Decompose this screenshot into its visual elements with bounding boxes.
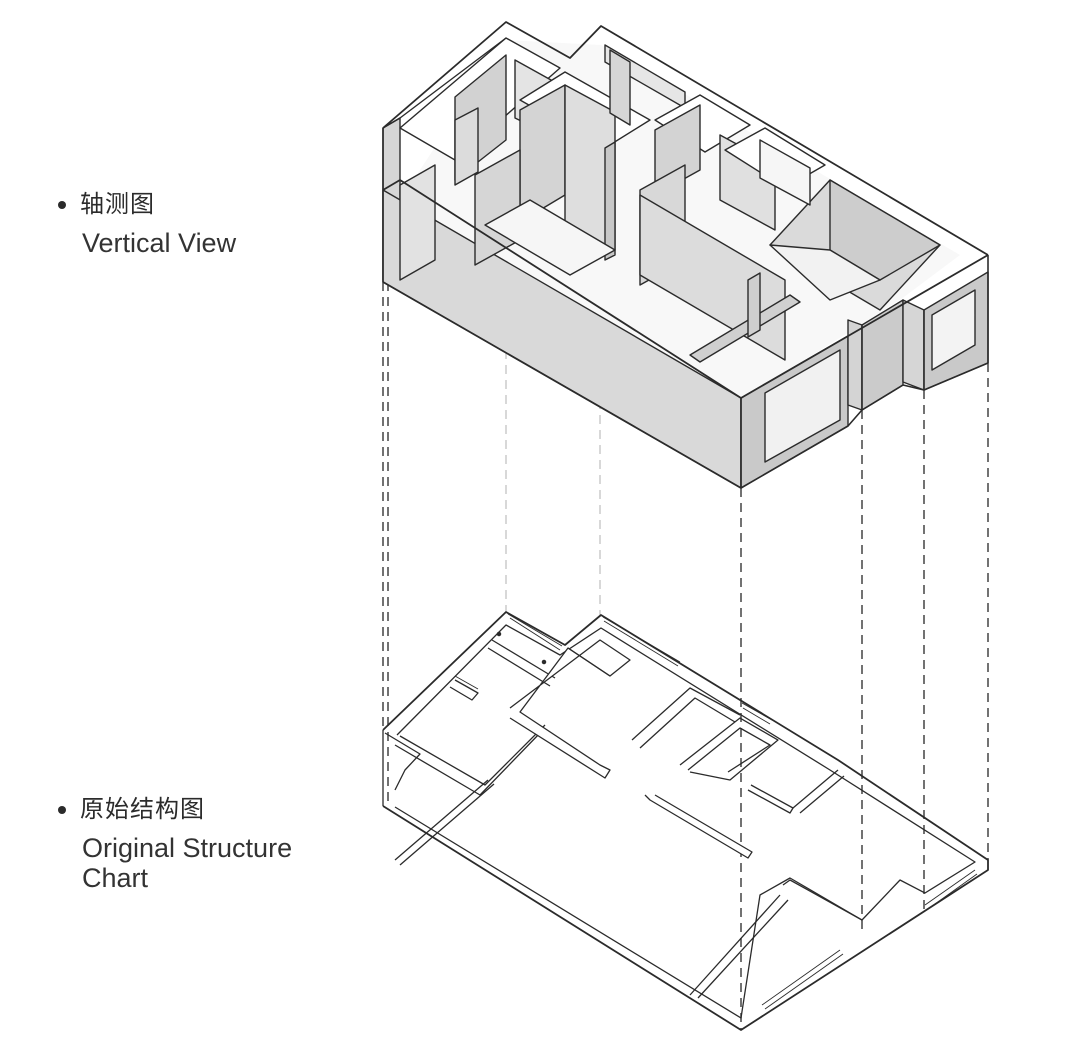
vertical-view-title-en: Vertical View (82, 228, 237, 258)
original-structure-title-en-line1: Original Structure (82, 833, 293, 863)
projection-lines (382, 282, 989, 1030)
vertical-view-title-cn: 轴测图 (80, 191, 155, 218)
bullet-icon (58, 806, 66, 814)
original-structure-label: 原始结构图 Original Structure Chart (58, 795, 292, 893)
original-structure-title-en-line2: Chart (82, 863, 149, 893)
vertical-view-label: 轴测图 Vertical View (58, 190, 236, 258)
window-hatches (454, 613, 978, 1010)
original-structure-title-cn: 原始结构图 (80, 796, 205, 823)
axonometric-model (382, 21, 989, 489)
bullet-icon (58, 201, 66, 209)
original-structure-plan (382, 611, 989, 1031)
